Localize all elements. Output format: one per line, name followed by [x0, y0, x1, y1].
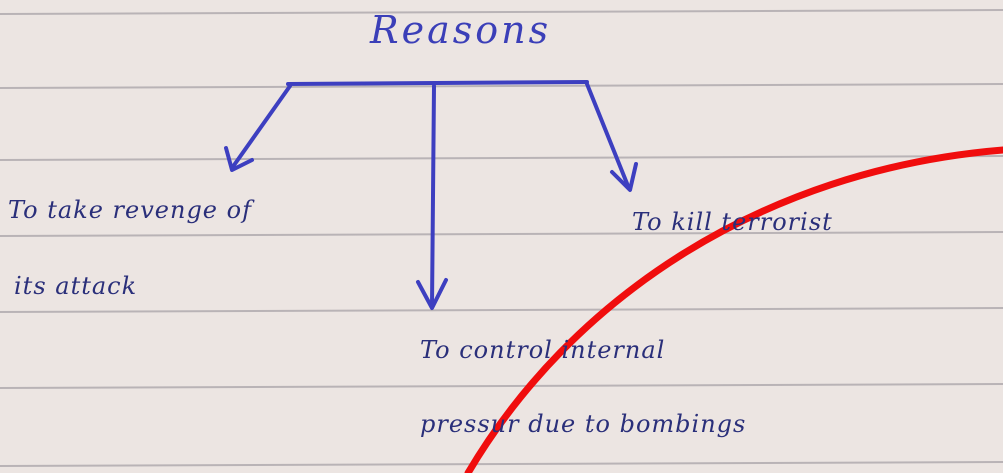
- middle-branch-line-2: pressur due to bombings: [420, 410, 747, 438]
- right-branch-line-1: To kill terrorist: [632, 208, 833, 236]
- rule-line: [0, 461, 1003, 467]
- ruled-lines: [0, 9, 1003, 467]
- left-branch-line-1: To take revenge of: [8, 196, 252, 224]
- top-bar: [286, 80, 589, 86]
- tree-arrows: [224, 80, 638, 310]
- rule-line: [0, 9, 1003, 15]
- rule-line: [0, 83, 1003, 89]
- rule-line: [0, 383, 1003, 389]
- arrow-middle-head: [416, 278, 448, 310]
- arrow-right-shaft: [585, 82, 630, 188]
- rule-line: [0, 307, 1003, 313]
- arrow-left-shaft: [230, 84, 292, 170]
- arrow-middle-shaft: [430, 84, 436, 308]
- rule-line: [0, 155, 1003, 161]
- middle-branch-line-1: To control internal: [420, 336, 666, 364]
- heading-reasons: Reasons: [370, 8, 552, 52]
- arrow-left-head: [224, 146, 254, 172]
- arrow-right-head: [610, 162, 638, 192]
- red-curve-mark: [464, 146, 1003, 473]
- rule-line: [0, 231, 1003, 237]
- left-branch-line-2: its attack: [14, 272, 138, 300]
